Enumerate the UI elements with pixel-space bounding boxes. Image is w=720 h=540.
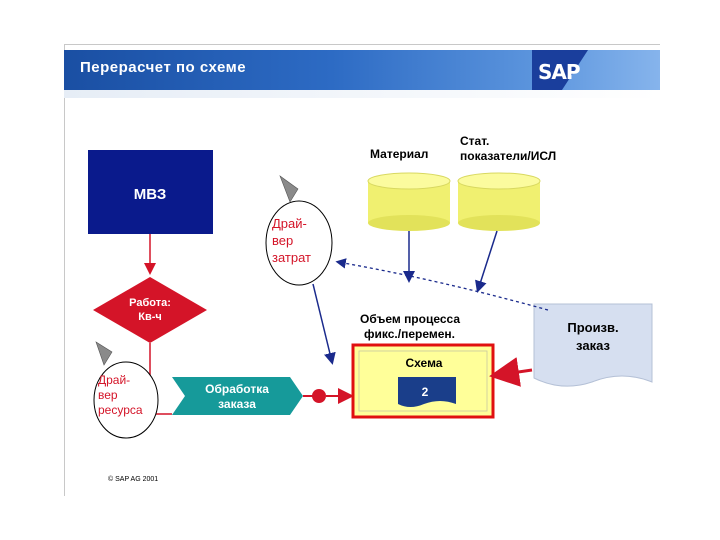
stat-to-volume-arrow xyxy=(475,230,498,293)
process-volume-line2: фикс./перемен. xyxy=(364,327,455,341)
cost-driver-line2: вер xyxy=(272,233,293,248)
cost-center-box xyxy=(88,150,213,234)
cost-driver-to-scheme-arrow xyxy=(312,283,336,365)
resource-driver-pin-icon xyxy=(95,341,113,366)
production-order-line2: заказ xyxy=(576,338,610,353)
cost-driver-line3: затрат xyxy=(272,250,311,265)
copyright-text: © SAP AG 2001 xyxy=(108,476,159,483)
scheme-number-badge xyxy=(398,377,456,407)
sap-logo-text: SAP xyxy=(538,60,581,84)
cost-driver-line1: Драй- xyxy=(272,216,307,231)
resource-driver-oval xyxy=(93,361,159,439)
resource-driver-line3: ресурса xyxy=(98,403,143,417)
cost-driver-pin-icon xyxy=(279,175,299,203)
production-order-doc xyxy=(533,303,653,387)
header-subband xyxy=(64,90,660,98)
resource-driver-line1: Драй- xyxy=(98,373,130,387)
process-volume-line1: Объем процесса xyxy=(360,312,460,326)
production-order-to-scheme-arrow xyxy=(489,357,533,387)
slide-canvas xyxy=(64,44,660,496)
production-order-line1: Произв. xyxy=(567,320,618,335)
resource-driver-line2: вер xyxy=(98,388,118,402)
production-order-to-cost-driver-dotted-arrow xyxy=(335,258,549,311)
material-label: Материал xyxy=(370,147,428,161)
scheme-inner-border xyxy=(358,350,488,412)
slide-left-border xyxy=(64,44,65,496)
cost-center-label: МВЗ xyxy=(134,186,167,203)
stat-cylinder xyxy=(457,172,541,231)
stat-label-line2: показатели/ИСЛ xyxy=(460,149,556,163)
stat-label-line1: Стат. xyxy=(460,134,489,148)
slide-title: Перерасчет по схеме xyxy=(80,59,247,76)
activity-label-line2: Кв-ч xyxy=(138,311,162,323)
scheme-number: 2 xyxy=(422,385,429,399)
order-processing-line2: заказа xyxy=(218,397,256,411)
activity-diamond xyxy=(93,277,207,343)
slide-top-border xyxy=(64,44,660,45)
order-processing-line1: Обработка xyxy=(205,382,269,396)
cost-driver-oval xyxy=(265,200,333,286)
material-cylinder xyxy=(367,172,451,231)
sap-logo: SAP xyxy=(532,50,588,90)
link-dot xyxy=(312,389,326,403)
scheme-label: Схема xyxy=(406,356,443,370)
activity-label-line1: Работа: xyxy=(129,297,171,309)
sap-logo-shape xyxy=(532,50,588,90)
order-processing-shape xyxy=(172,377,303,415)
